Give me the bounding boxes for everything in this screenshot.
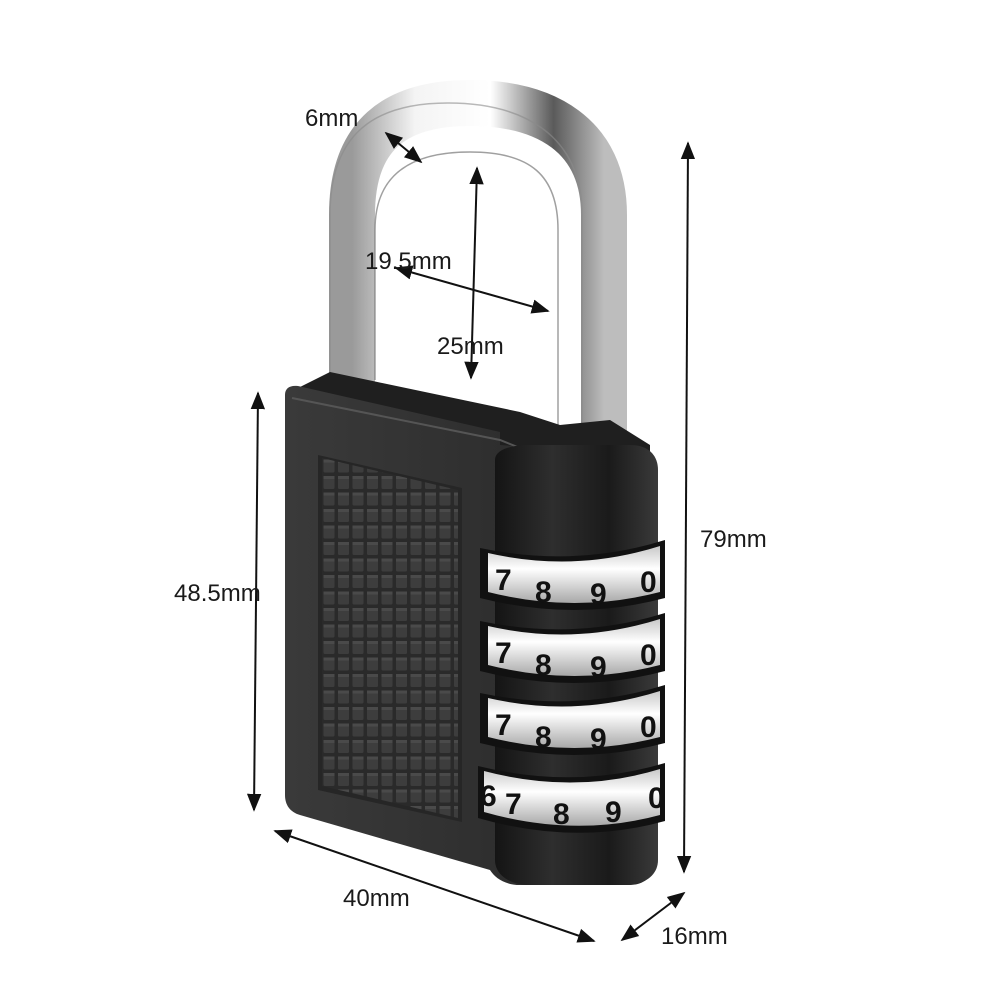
- shackle-width-line: [394, 265, 550, 314]
- dial-2[interactable]: 7 8 9 0: [480, 613, 665, 684]
- dial-digit: 6: [480, 780, 497, 813]
- dial-digit: 0: [640, 639, 657, 672]
- grip-texture-panel: [318, 455, 462, 822]
- body-width-label: 40mm: [343, 885, 410, 912]
- dial-digit: 0: [640, 566, 657, 599]
- shackle: [329, 79, 627, 440]
- body-depth-line: [620, 891, 686, 942]
- dial-digit: 9: [590, 651, 607, 684]
- body-height-label: 48.5mm: [174, 580, 261, 607]
- dial-1[interactable]: 7 8 9 0: [480, 540, 665, 611]
- shackle-thickness-label: 6mm: [305, 105, 359, 132]
- dial-digit: 9: [590, 578, 607, 611]
- dial-digit: 8: [553, 798, 570, 831]
- dial-digit: 7: [505, 788, 522, 821]
- dial-digit: 7: [495, 564, 512, 597]
- dimension-lines: [246, 131, 696, 943]
- total-height-label: 79mm: [700, 526, 767, 553]
- body-height-line: [246, 391, 266, 812]
- dial-digit: 8: [535, 649, 552, 682]
- combination-dials: 7 8 9 0 7 8 9 0 7 8 9 0: [478, 540, 665, 833]
- total-height-line: [676, 141, 696, 874]
- dial-digit: 9: [590, 723, 607, 756]
- body-depth-label: 16mm: [661, 923, 728, 950]
- dial-4[interactable]: 6 7 8 9 0: [478, 763, 665, 833]
- shackle-clearance-label: 25mm: [437, 333, 504, 360]
- dial-3[interactable]: 7 8 9 0: [480, 685, 665, 756]
- dial-digit: 0: [648, 782, 665, 815]
- dial-digit: 8: [535, 576, 552, 609]
- dial-digit: 8: [535, 721, 552, 754]
- dial-digit: 0: [640, 711, 657, 744]
- dial-digit: 7: [495, 709, 512, 742]
- shackle-thickness-line: [384, 131, 423, 164]
- shackle-width-label: 19.5mm: [365, 248, 452, 275]
- body-width-line: [273, 829, 596, 943]
- dial-digit: 9: [605, 796, 622, 829]
- dial-digit: 7: [495, 637, 512, 670]
